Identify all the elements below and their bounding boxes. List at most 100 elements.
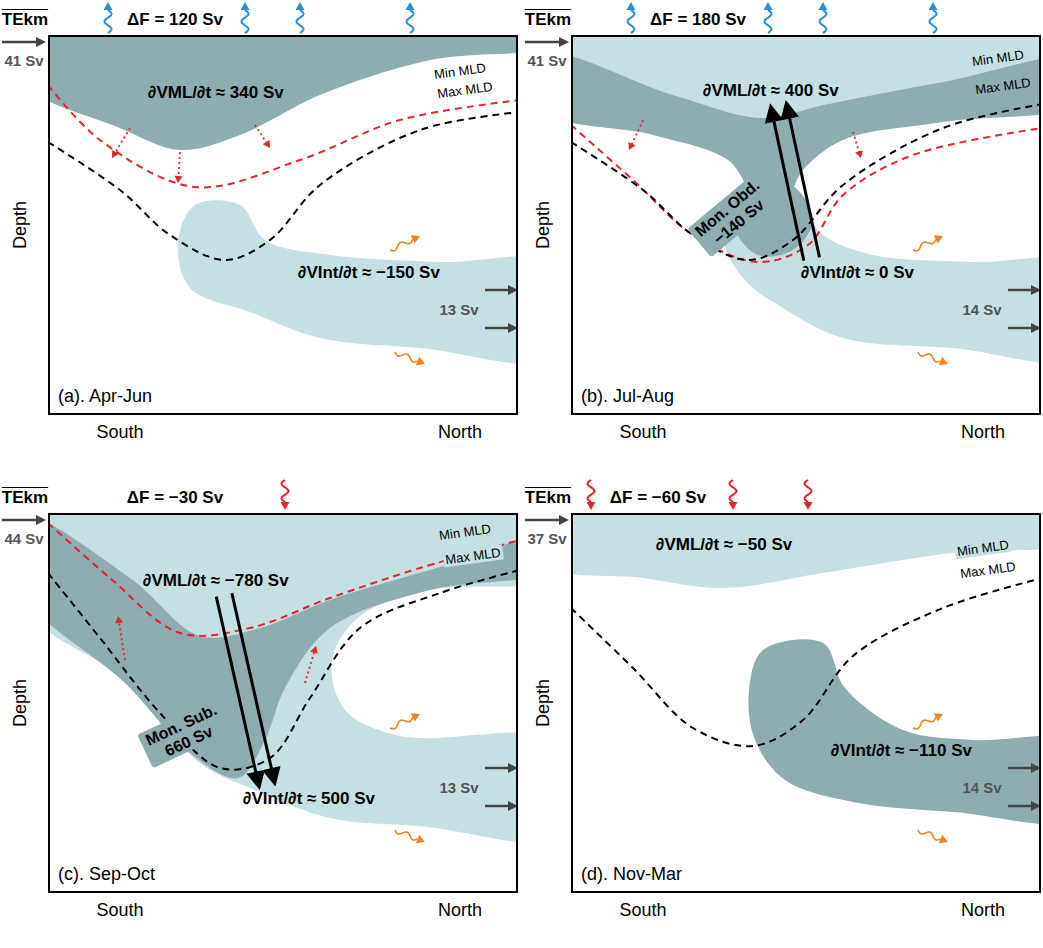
axis-label: Depth [533,201,554,249]
entrainment-arrow [853,132,863,158]
water-mass-band [48,515,518,779]
axis-label: South [619,422,666,443]
entrainment-arrow-head [112,150,119,158]
ocean-section [571,35,1041,365]
ekman-transport-label: TEkm [2,488,48,508]
outflow-arrow-shaft [1008,805,1033,808]
water-mass-label-box: ∂VInt/∂t ≈ −110 Sv [828,740,975,762]
transport-value: 37 Sv [527,530,566,547]
max-mld-line [48,112,518,260]
max-mld-line [48,570,518,770]
water-mass-band [571,53,1041,202]
water-mass-label-box: ∂VML/∂t ≈ 340 Sv [145,82,287,104]
heat-gain-arrow-stroke [730,480,737,502]
water-mass-label-box: ∂VInt/∂t ≈ 0 Sv [798,262,917,284]
entrainment-arrow-shaft [853,132,859,153]
heat-loss-arrow [929,2,938,33]
transport-value: 41 Sv [527,52,566,69]
heat-loss-arrow [104,2,113,33]
panel-label: (b). Jul-Aug [581,386,674,407]
heat-loss-arrow-head [627,2,636,10]
axis-label: South [619,900,666,921]
outflow-arrow-shaft [1008,767,1033,770]
entrainment-arrow-head [310,646,318,654]
panel-illustration [2,0,583,366]
mixing-arrow-head [939,357,948,365]
mixing-arrow-head [934,235,943,243]
ekman-arrow [525,515,569,525]
mixing-arrow-stroke [918,830,941,840]
mixing-arrow [918,830,948,843]
mixing-arrow-stroke [390,717,413,728]
water-mass-band [571,513,1041,588]
heat-gain-arrow [281,480,290,510]
outflow-arrow-shaft [485,767,510,770]
entrainment-arrow-head [628,142,635,150]
heat-loss-arrow [764,2,773,33]
heat-gain-arrow [804,480,813,510]
entrainment-arrow [255,125,270,148]
heat-gain-arrow-stroke [588,480,595,502]
ekman-arrow-shaft [525,41,561,44]
panel-illustration [2,453,583,844]
axis-label: North [961,422,1005,443]
heat-loss-arrow-stroke [407,10,414,33]
outflow-value: 13 Sv [439,779,478,796]
surface-flux-label: ΔF = −30 Sv [127,488,223,508]
mixing-arrow-stroke [913,717,936,728]
mixing-arrow-stroke [395,352,418,362]
ocean-section [48,513,518,844]
mixing-arrow-head [416,835,425,843]
heat-loss-arrow-stroke [105,10,112,33]
ekman-arrow-head [559,37,569,47]
heat-loss-arrow-head [104,2,113,10]
ekman-arrow [2,37,46,47]
heat-loss-arrow-head [241,2,250,10]
axis-label: North [438,900,482,921]
entrainment-arrow [174,152,182,183]
mixing-arrow-head [411,235,420,243]
heat-loss-arrow [627,2,636,33]
axis-label: South [96,900,143,921]
transport-value: 41 Sv [4,52,43,69]
heat-loss-arrow-stroke [242,10,249,33]
heat-gain-arrow [729,480,738,510]
panel-label: (a). Apr-Jun [58,386,152,407]
entrainment-arrow-head [115,616,123,624]
transport-arrow [216,593,278,787]
panel-frame: (c). Sep-Oct∂VML/∂t ≈ −780 Sv∂VInt/∂t ≈ … [48,513,518,893]
heat-gain-arrow-head [587,502,596,510]
axis-label: North [961,900,1005,921]
outflow-value: 14 Sv [962,779,1001,796]
water-mass-label-box: ∂VInt/∂t ≈ 500 Sv [240,788,378,810]
heat-loss-arrow-stroke [820,10,827,33]
surface-flux-label: ΔF = 180 Sv [650,10,746,30]
outflow-arrow [485,323,518,333]
water-mass-band [48,35,518,150]
volume-tendency: ∂VInt/∂t ≈ −110 Sv [831,741,972,761]
axis-label: Depth [10,679,31,727]
panel-label: (d). Nov-Mar [581,864,682,885]
outflow-value: 14 Sv [962,301,1001,318]
ekman-arrow-shaft [2,519,38,522]
ekman-transport-label: TEkm [2,10,48,30]
ocean-section [571,513,1041,826]
mixing-arrow [918,352,948,365]
outflow-arrow [1008,801,1041,811]
volume-tendency: ∂VML/∂t ≈ 340 Sv [148,83,284,103]
heat-loss-arrow [406,2,415,33]
volume-tendency: ∂VInt/∂t ≈ 500 Sv [243,789,375,809]
heat-loss-arrow [296,2,305,33]
volume-tendency: ∂VInt/∂t ≈ 0 Sv [801,263,914,283]
entrainment-arrow-head [174,176,182,183]
entrainment-arrow-shaft [305,651,314,683]
heat-loss-arrow-stroke [628,10,635,33]
entrainment-arrow-shaft [631,120,643,145]
mixing-arrow-head [939,835,948,843]
outflow-arrow-shaft [485,327,510,330]
heat-gain-arrow [587,480,596,510]
outflow-arrow [485,801,518,811]
heat-loss-arrow-stroke [297,10,304,33]
